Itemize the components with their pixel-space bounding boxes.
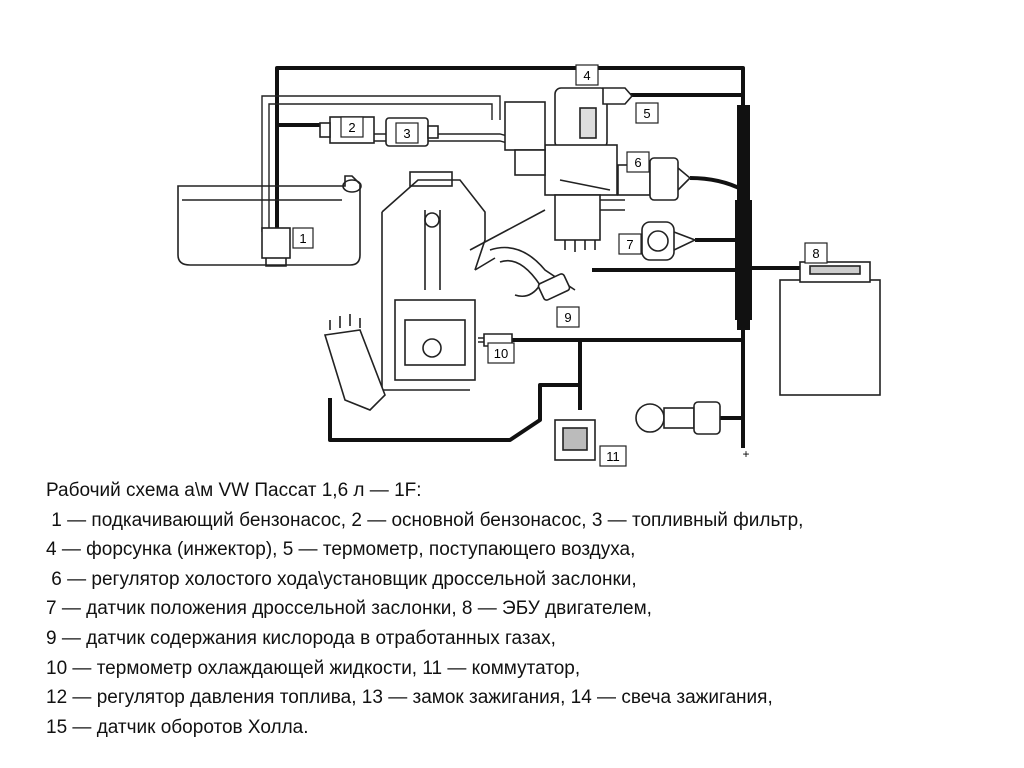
harness-bundle bbox=[735, 200, 752, 320]
label-5: 5 bbox=[643, 106, 650, 121]
lift-pump bbox=[261, 227, 291, 267]
label-8: 8 bbox=[812, 246, 819, 261]
label-10: 10 bbox=[494, 346, 508, 361]
caption-line: 6 — регулятор холостого хода\установщик … bbox=[46, 568, 637, 590]
label-6: 6 bbox=[634, 155, 641, 170]
throttle-position-sensor bbox=[641, 221, 698, 261]
label-4: 4 bbox=[583, 68, 590, 83]
diagram-caption: Рабочий схема а\м VW Пассат 1,6 л — 1F: … bbox=[46, 476, 1006, 742]
label-9: 9 bbox=[564, 310, 571, 325]
label-3: 3 bbox=[403, 126, 410, 141]
ignition-switch bbox=[635, 401, 721, 435]
label-2: 2 bbox=[348, 120, 355, 135]
label-7: 7 bbox=[626, 237, 633, 252]
oxygen-sensor bbox=[537, 273, 571, 301]
caption-line: 15 — датчик оборотов Холла. bbox=[46, 716, 309, 738]
caption-line: 12 — регулятор давления топлива, 13 — за… bbox=[46, 687, 773, 709]
label-1: 1 bbox=[299, 231, 306, 246]
battery-plus-sign: + bbox=[742, 447, 749, 461]
caption-line: 9 — датчик содержания кислорода в отрабо… bbox=[46, 627, 556, 649]
caption-title: Рабочий схема а\м VW Пассат 1,6 л — 1F: bbox=[46, 480, 422, 501]
caption-line: 4 — форсунка (инжектор), 5 — термометр, … bbox=[46, 539, 636, 561]
throttle-body-assembly bbox=[504, 87, 625, 252]
fuel-lines bbox=[261, 95, 541, 232]
label-11: 11 bbox=[606, 449, 620, 464]
ecu-unit bbox=[779, 261, 881, 396]
intake-air-temp-sensor bbox=[602, 87, 634, 105]
ignition-module bbox=[554, 419, 596, 461]
caption-line: 7 — датчик положения дроссельной заслонк… bbox=[46, 598, 652, 620]
caption-line: 10 — термометр охлаждающей жидкости, 11 … bbox=[46, 657, 581, 679]
part-labels bbox=[292, 64, 828, 467]
fuel-tank bbox=[177, 175, 362, 266]
idle-speed-actuator bbox=[617, 157, 692, 201]
engine-wiring-diagram: 1 2 3 4 5 6 7 8 9 10 11 + bbox=[177, 64, 881, 467]
distributor bbox=[323, 314, 386, 411]
caption-line: 1 — подкачивающий бензонасос, 2 — основн… bbox=[46, 509, 804, 531]
